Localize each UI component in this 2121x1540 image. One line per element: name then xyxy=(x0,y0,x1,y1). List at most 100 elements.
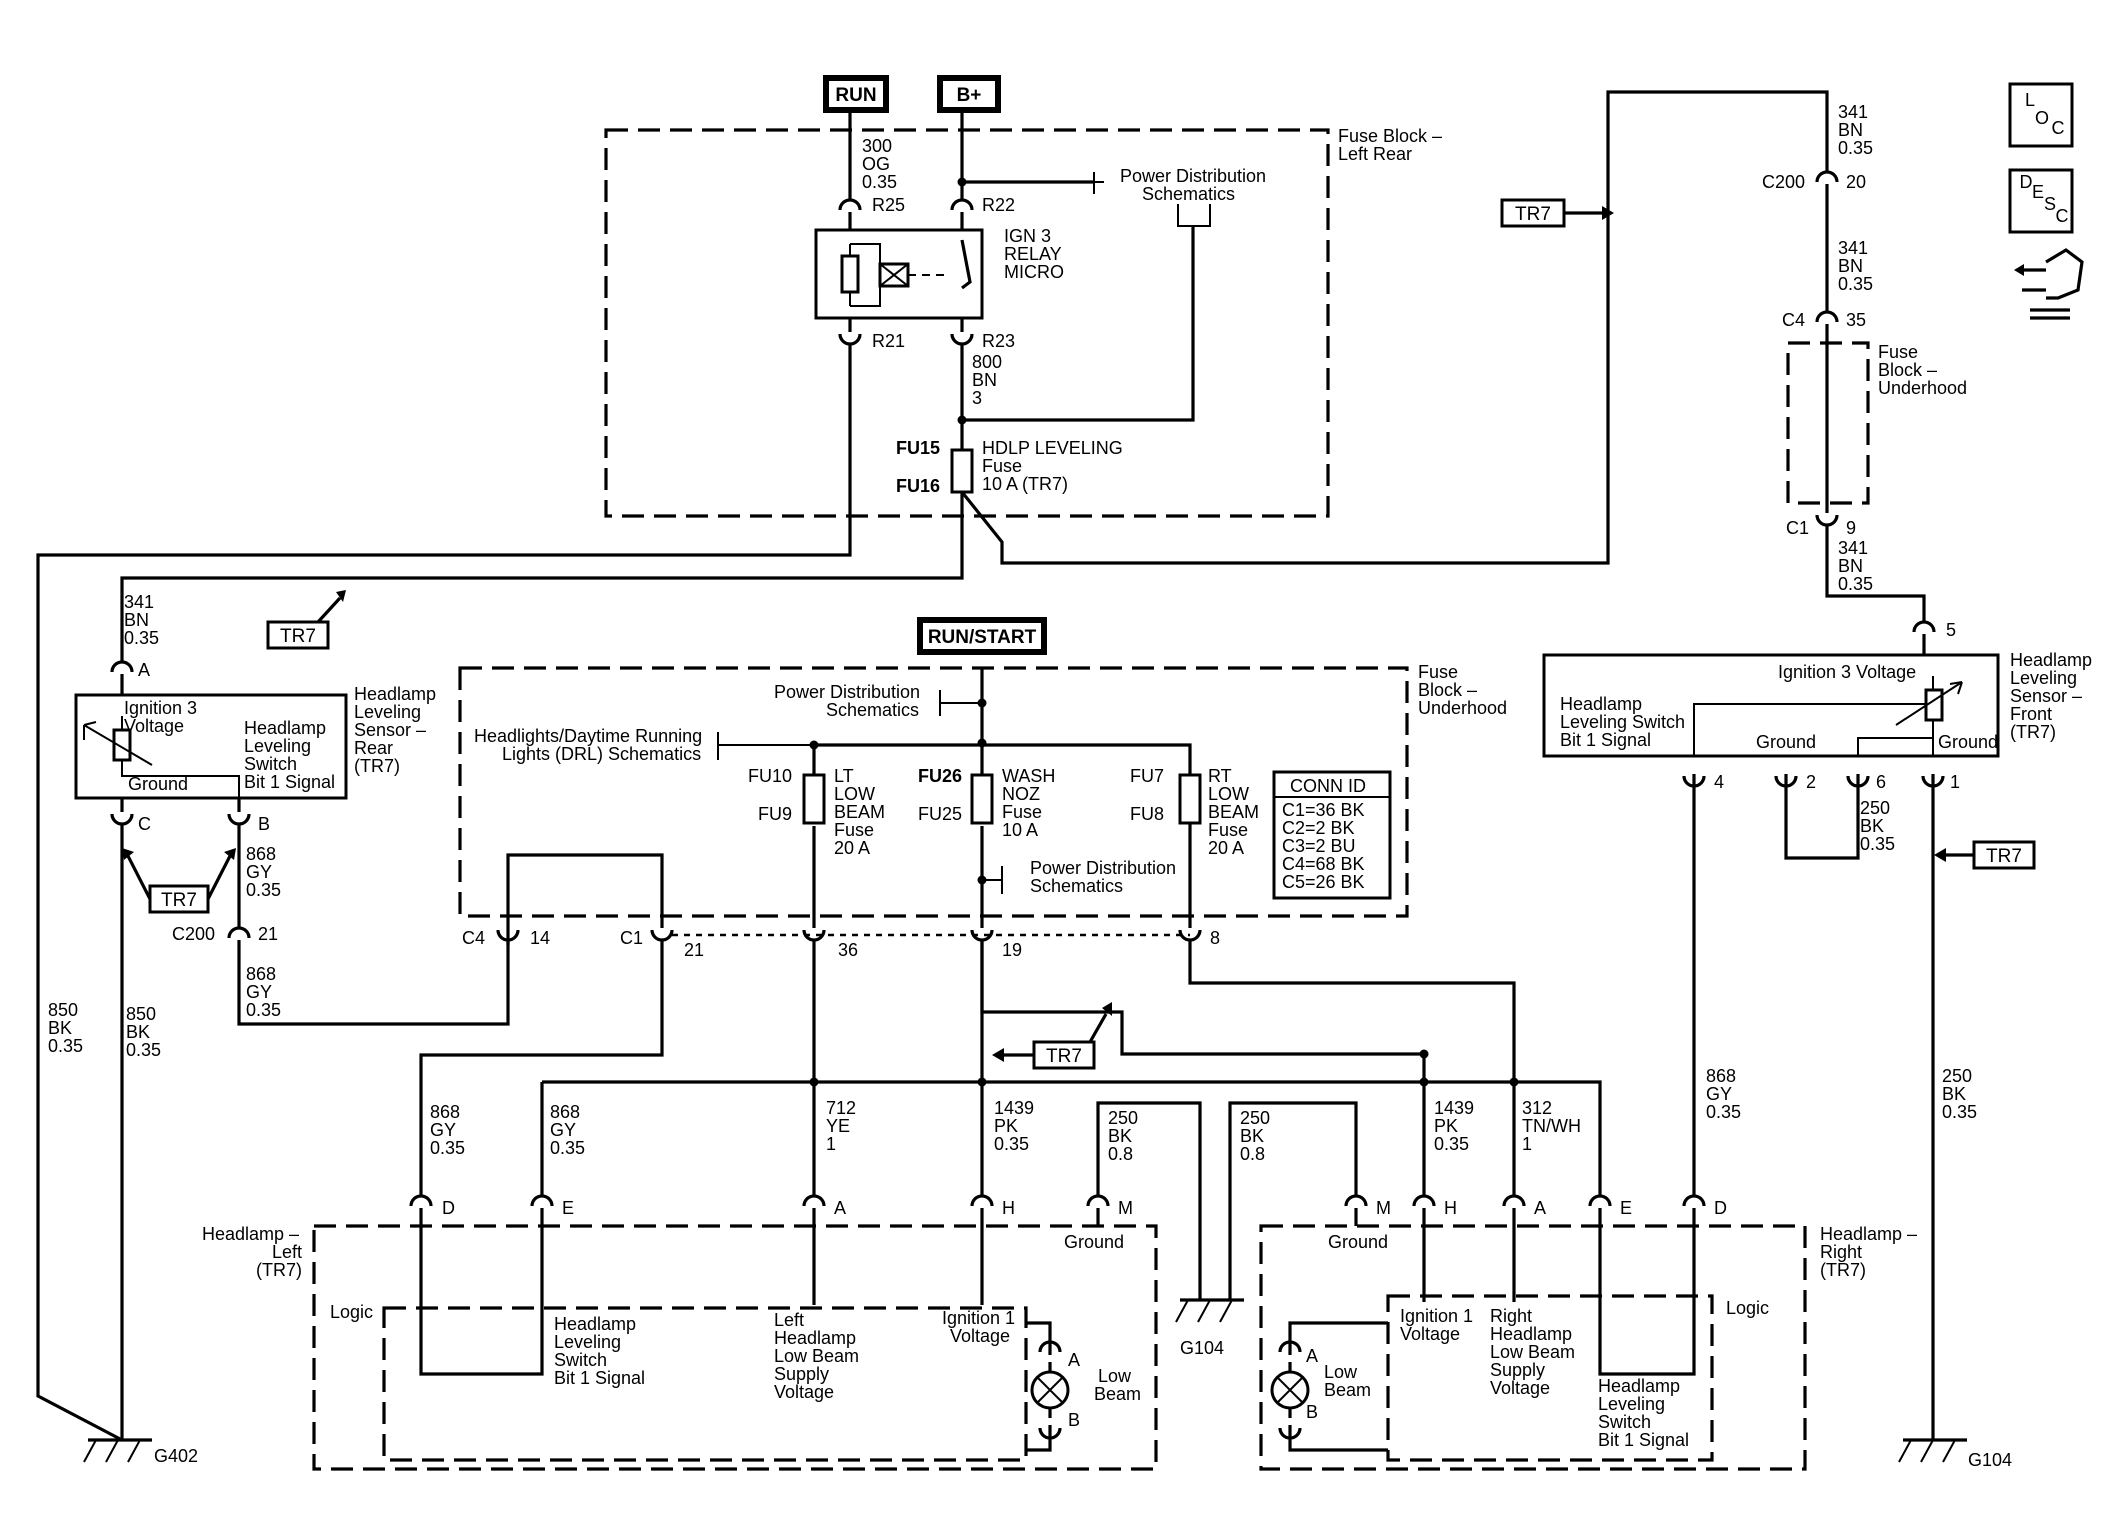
headlamp-right-labels: Headlamp – Right (TR7) M H A E D Ground … xyxy=(1306,1198,1917,1450)
svg-text:C4: C4 xyxy=(462,928,485,948)
svg-text:312: 312 xyxy=(1522,1098,1552,1118)
svg-text:Headlamp: Headlamp xyxy=(244,718,326,738)
svg-text:Fuse: Fuse xyxy=(1878,342,1918,362)
ground-g402-label: G402 xyxy=(154,1446,198,1466)
svg-text:BN: BN xyxy=(1838,556,1863,576)
run-start-source-label: RUN/START xyxy=(928,627,1037,648)
svg-text:NOZ: NOZ xyxy=(1002,784,1040,804)
svg-text:PK: PK xyxy=(1434,1116,1458,1136)
svg-text:Ground: Ground xyxy=(1064,1232,1124,1252)
svg-text:LOW: LOW xyxy=(834,784,875,804)
svg-text:E: E xyxy=(1620,1198,1632,1218)
svg-text:R25: R25 xyxy=(872,195,905,215)
svg-text:Logic: Logic xyxy=(1726,1298,1769,1318)
svg-text:Schematics: Schematics xyxy=(1142,184,1235,204)
svg-text:YE: YE xyxy=(826,1116,850,1136)
ground-g104-right-icon xyxy=(1898,1438,1967,1463)
ground-labels: G402 G104 G104 xyxy=(154,1338,2012,1470)
svg-text:FU7: FU7 xyxy=(1130,766,1164,786)
svg-text:Ground: Ground xyxy=(128,774,188,794)
svg-text:Power Distribution: Power Distribution xyxy=(774,682,920,702)
hdlp-leveling-fuse xyxy=(950,448,974,494)
svg-text:Low Beam: Low Beam xyxy=(1490,1342,1575,1362)
svg-text:Power Distribution: Power Distribution xyxy=(1120,166,1266,186)
svg-text:BEAM: BEAM xyxy=(834,802,885,822)
svg-text:Voltage: Voltage xyxy=(1490,1378,1550,1398)
svg-text:(TR7): (TR7) xyxy=(2010,722,2056,742)
svg-text:BK: BK xyxy=(1108,1126,1132,1146)
svg-text:1: 1 xyxy=(1522,1134,1532,1154)
svg-text:0.35: 0.35 xyxy=(1838,138,1873,158)
tr7-tag: TR7 xyxy=(280,626,316,647)
svg-text:0.35: 0.35 xyxy=(48,1036,83,1056)
svg-text:3: 3 xyxy=(972,388,982,408)
svg-text:Left Rear: Left Rear xyxy=(1338,144,1412,164)
svg-text:10 A (TR7): 10 A (TR7) xyxy=(982,474,1068,494)
svg-text:S: S xyxy=(2044,194,2056,214)
svg-text:D: D xyxy=(2020,172,2033,192)
front-sensor-box xyxy=(1542,653,2000,758)
svg-text:E: E xyxy=(562,1198,574,1218)
svg-text:0.35: 0.35 xyxy=(126,1040,161,1060)
svg-text:20 A: 20 A xyxy=(834,838,870,858)
svg-text:712: 712 xyxy=(826,1098,856,1118)
svg-text:250: 250 xyxy=(1860,798,1890,818)
svg-text:14: 14 xyxy=(530,928,550,948)
tr7-tag: TR7 xyxy=(161,890,197,911)
svg-text:LOW: LOW xyxy=(1208,784,1249,804)
svg-text:Fuse: Fuse xyxy=(1208,820,1248,840)
svg-text:C2=2 BK: C2=2 BK xyxy=(1282,818,1355,838)
desc-icon: D E S C xyxy=(2008,168,2074,234)
svg-text:Fuse: Fuse xyxy=(982,456,1022,476)
rear-sensor-resistor xyxy=(83,716,240,798)
svg-text:Leveling: Leveling xyxy=(2010,668,2077,688)
svg-text:C1=36 BK: C1=36 BK xyxy=(1282,800,1365,820)
fuse-block-underhood-labels: Fuse Block – Underhood Power Distributio… xyxy=(474,662,1507,896)
svg-text:Switch: Switch xyxy=(244,754,297,774)
svg-text:1439: 1439 xyxy=(1434,1098,1474,1118)
svg-text:Ignition 1: Ignition 1 xyxy=(942,1308,1015,1328)
svg-text:PK: PK xyxy=(994,1116,1018,1136)
svg-text:21: 21 xyxy=(258,924,278,944)
svg-text:OG: OG xyxy=(862,154,890,174)
svg-text:Leveling: Leveling xyxy=(1598,1394,1665,1414)
front-sensor-labels: 5 Ignition 3 Voltage Headlamp Leveling S… xyxy=(1560,620,2092,854)
ground-g104-mid-label: G104 xyxy=(1180,1338,1224,1358)
svg-text:0.35: 0.35 xyxy=(550,1138,585,1158)
ign3-relay-label: IGN 3 xyxy=(1004,226,1051,246)
svg-text:D: D xyxy=(442,1198,455,1218)
tr7-tag: TR7 xyxy=(1986,846,2022,867)
svg-text:250: 250 xyxy=(1240,1108,1270,1128)
svg-text:A: A xyxy=(1068,1350,1080,1370)
svg-text:0.8: 0.8 xyxy=(1240,1144,1265,1164)
svg-text:Bit 1 Signal: Bit 1 Signal xyxy=(244,772,335,792)
svg-text:Headlamp: Headlamp xyxy=(1598,1376,1680,1396)
svg-text:Schematics: Schematics xyxy=(826,700,919,720)
svg-text:RELAY: RELAY xyxy=(1004,244,1062,264)
svg-text:(TR7): (TR7) xyxy=(354,756,400,776)
svg-text:L: L xyxy=(2025,90,2035,110)
svg-text:MICRO: MICRO xyxy=(1004,262,1064,282)
svg-text:FU8: FU8 xyxy=(1130,804,1164,824)
svg-text:Leveling: Leveling xyxy=(244,736,311,756)
ground-g402-icon xyxy=(83,1438,152,1463)
front-sensor-resistor xyxy=(1693,676,1963,756)
svg-text:Switch: Switch xyxy=(554,1350,607,1370)
svg-text:0.35: 0.35 xyxy=(1434,1134,1469,1154)
svg-text:(TR7): (TR7) xyxy=(1820,1260,1866,1280)
svg-text:Switch: Switch xyxy=(1598,1412,1651,1432)
svg-text:Underhood: Underhood xyxy=(1418,698,1507,718)
svg-text:341: 341 xyxy=(1838,238,1868,258)
svg-text:Headlamp: Headlamp xyxy=(774,1328,856,1348)
svg-text:C1: C1 xyxy=(620,928,643,948)
svg-text:Left: Left xyxy=(272,1242,302,1262)
svg-text:WASH: WASH xyxy=(1002,766,1055,786)
svg-text:Right: Right xyxy=(1490,1306,1532,1326)
svg-text:Low: Low xyxy=(1324,1362,1358,1382)
connector-pins xyxy=(110,170,1945,1440)
loc-icon: L O C xyxy=(2008,82,2074,148)
svg-text:341: 341 xyxy=(1838,538,1868,558)
svg-text:Beam: Beam xyxy=(1324,1380,1371,1400)
svg-text:Ignition 1: Ignition 1 xyxy=(1400,1306,1473,1326)
